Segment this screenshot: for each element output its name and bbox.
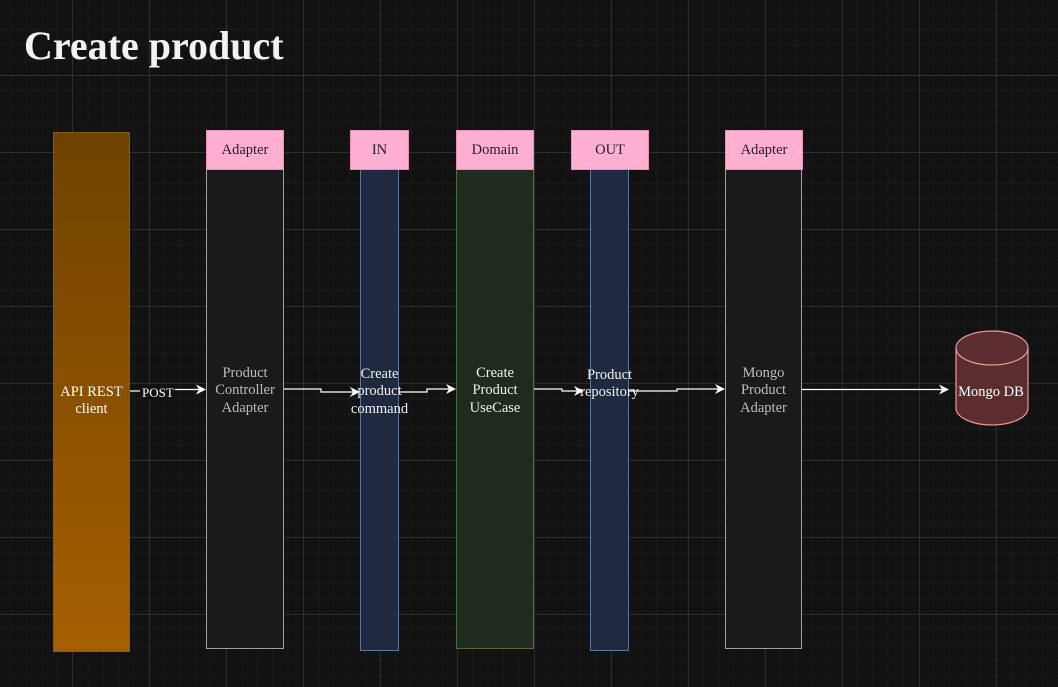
lane-product-controller-adapter[interactable]: Product Controller Adapter	[206, 169, 284, 649]
header-adapter-right[interactable]: Adapter	[725, 130, 803, 170]
lane-api-rest-client[interactable]: API REST client	[53, 132, 130, 652]
lane-label-api-rest-client: API REST client	[60, 383, 123, 418]
database-label: Mongo DB	[958, 384, 1024, 400]
arrow-controller-to-in[interactable]	[284, 387, 360, 397]
header-domain[interactable]: Domain	[456, 130, 534, 170]
lane-label-mongo-product-adapter: Mongo Product Adapter	[740, 364, 787, 416]
header-adapter-left[interactable]: Adapter	[206, 130, 284, 170]
header-out[interactable]: OUT	[571, 130, 649, 170]
lane-product-repository[interactable]: Product repository	[580, 169, 639, 651]
lane-label-product-repository: Product repository	[580, 366, 639, 401]
lane-create-product-command[interactable]: Create product command	[351, 169, 408, 651]
lane-label-product-controller-adapter: Product Controller Adapter	[215, 364, 275, 416]
edge-label-post: POST	[141, 385, 175, 401]
lane-mongo-product-adapter[interactable]: Mongo Product Adapter	[725, 169, 802, 649]
arrow-domain-to-out[interactable]	[534, 386, 584, 396]
arrow-out-to-mongo-adapter[interactable]	[629, 384, 725, 394]
lane-create-product-usecase[interactable]: Create Product UseCase	[456, 169, 534, 649]
header-in[interactable]: IN	[350, 130, 409, 170]
lane-label-create-product-command: Create product command	[350, 365, 409, 417]
page-title: Create product	[24, 23, 284, 68]
database-cylinder-icon[interactable]	[954, 328, 1030, 428]
lane-label-create-product-usecase: Create Product UseCase	[469, 364, 521, 416]
